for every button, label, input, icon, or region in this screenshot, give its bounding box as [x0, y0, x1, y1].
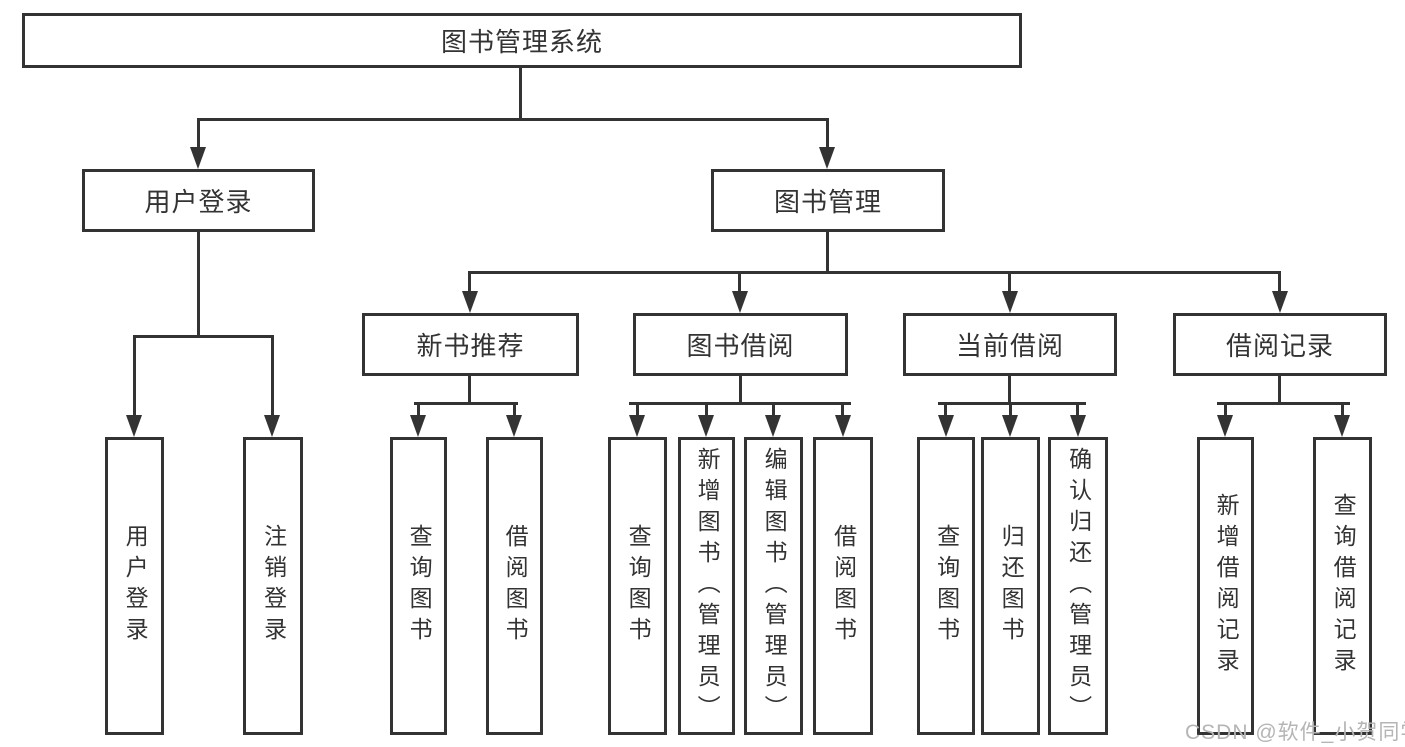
leaf-current-confirm-return: 确认归还（管理员） [1048, 437, 1108, 735]
leaf-recommend-query-book: 查询图书 [390, 437, 447, 735]
leaf-borrow-query-book: 查询图书 [608, 437, 667, 735]
leaf-borrow-borrow-book: 借阅图书 [813, 437, 873, 735]
arrow-book-management [819, 147, 835, 169]
arrow-borrow-record [1272, 291, 1288, 313]
connector-new-book-recommend-bar [414, 402, 518, 405]
arrow-new-book-recommend [462, 291, 478, 313]
arrow-borrow-borrow-book [835, 415, 851, 437]
node-book-borrow: 图书借阅 [633, 313, 848, 376]
connector-current-confirm-drop [1076, 405, 1079, 418]
arrow-login [126, 415, 142, 437]
connector-current-return-drop [1009, 405, 1012, 418]
leaf-logout: 注销登录 [243, 437, 303, 735]
node-user-login: 用户登录 [82, 169, 315, 232]
node-book-management: 图书管理 [711, 169, 945, 232]
connector-recommend-borrow-drop [513, 405, 516, 418]
connector-borrow-edit-drop [772, 405, 775, 418]
connector-borrow-record-drop [1278, 274, 1281, 294]
leaf-borrow-add-book: 新增图书（管理员） [678, 437, 735, 735]
connector-record-query-drop [1341, 405, 1344, 418]
leaf-record-query: 查询借阅记录 [1313, 437, 1372, 735]
connector-borrow-query-drop [636, 405, 639, 418]
arrow-record-add [1217, 415, 1233, 437]
connector-level3-bar [468, 271, 1281, 274]
connector-logout-drop [271, 338, 274, 418]
connector-current-borrow-bar [938, 402, 1086, 405]
connector-new-book-recommend-drop [468, 274, 471, 294]
connector-book-borrow-bar [629, 402, 851, 405]
leaf-borrow-edit-book: 编辑图书（管理员） [744, 437, 803, 735]
connector-book-borrow-stem [739, 376, 742, 405]
csdn-watermark: CSDN @软件_小贺同学 [1185, 721, 1405, 744]
arrow-book-borrow [732, 291, 748, 313]
connector-new-book-recommend-stem [468, 376, 471, 405]
arrow-current-confirm-return [1070, 415, 1086, 437]
arrow-record-query [1334, 415, 1350, 437]
leaf-current-return-book: 归还图书 [981, 437, 1040, 735]
arrow-current-query-book [938, 415, 954, 437]
connector-current-query-drop [944, 405, 947, 418]
arrow-recommend-borrow-book [506, 415, 522, 437]
connector-book-management-drop [826, 120, 829, 150]
connector-book-management-stem [826, 232, 829, 274]
arrow-user-login [190, 147, 206, 169]
leaf-current-query-book: 查询图书 [917, 437, 975, 735]
connector-book-borrow-drop [738, 274, 741, 294]
connector-record-add-drop [1224, 405, 1227, 418]
connector-user-login-bar [133, 335, 274, 338]
leaf-user-login: 用户登录 [105, 437, 164, 735]
connector-current-borrow-drop [1008, 274, 1011, 294]
connector-user-login-stem [197, 232, 200, 338]
connector-borrow-borrow-drop [841, 405, 844, 418]
node-new-book-recommend: 新书推荐 [362, 313, 579, 376]
connector-current-borrow-stem [1008, 376, 1011, 405]
arrow-borrow-query-book [629, 415, 645, 437]
leaf-recommend-borrow-book: 借阅图书 [486, 437, 543, 735]
node-borrow-record: 借阅记录 [1173, 313, 1387, 376]
arrow-recommend-query-book [410, 415, 426, 437]
connector-login-drop [133, 338, 136, 418]
connector-recommend-query-drop [417, 405, 420, 418]
connector-user-login-drop [197, 120, 200, 150]
node-root: 图书管理系统 [22, 13, 1022, 68]
connector-borrow-record-stem [1278, 376, 1281, 405]
arrow-borrow-add-book [698, 415, 714, 437]
arrow-current-borrow [1002, 291, 1018, 313]
leaf-record-add: 新增借阅记录 [1197, 437, 1254, 735]
connector-level2-bar [197, 118, 829, 121]
connector-borrow-record-bar [1217, 402, 1350, 405]
connector-borrow-add-drop [705, 405, 708, 418]
connector-root-stem [519, 68, 522, 120]
arrow-borrow-edit-book [765, 415, 781, 437]
node-current-borrow: 当前借阅 [903, 313, 1117, 376]
arrow-current-return-book [1002, 415, 1018, 437]
arrow-logout [264, 415, 280, 437]
